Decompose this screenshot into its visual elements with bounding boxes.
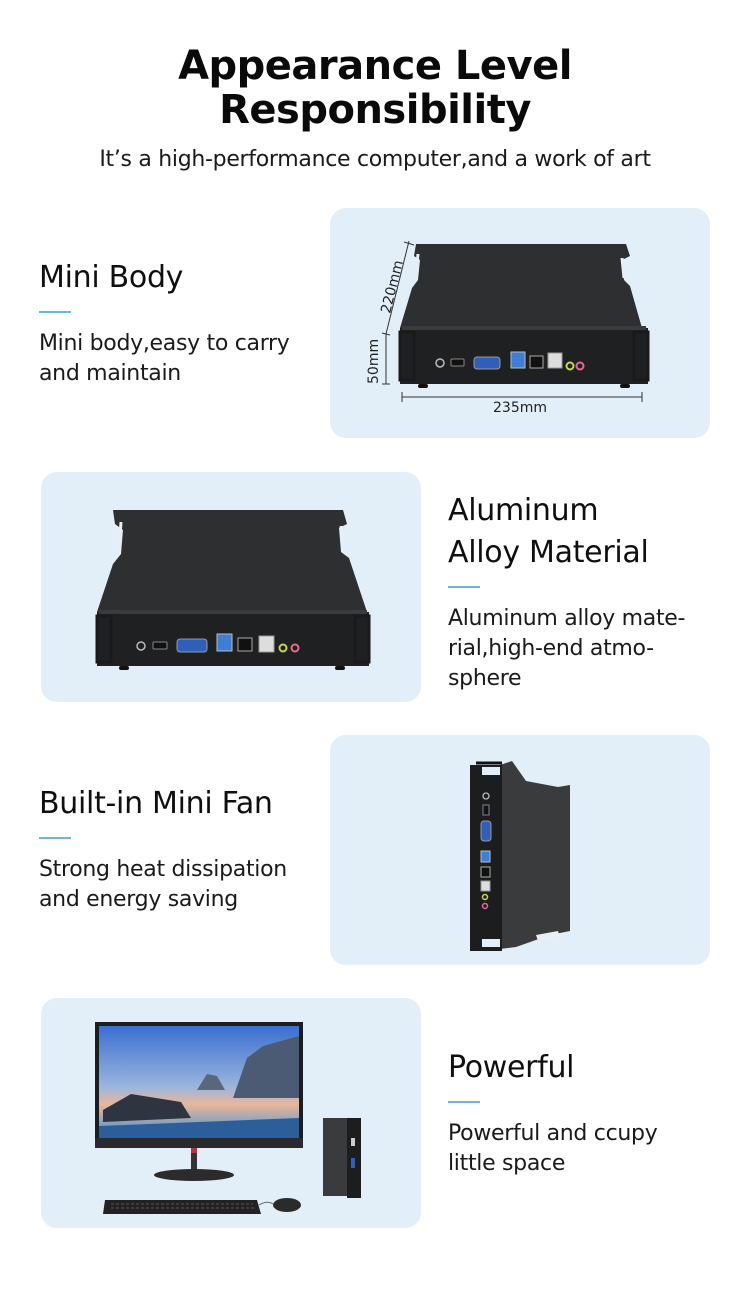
desktop-setup-image — [95, 1022, 361, 1214]
feature-aluminum-alloy: Aluminum Alloy Material Aluminum alloy m… — [448, 490, 738, 694]
accent-divider — [39, 837, 71, 839]
image-card-powerful — [41, 998, 421, 1228]
feature-description: Mini body,easy to carry and maintain — [39, 331, 290, 386]
image-card-aluminum — [41, 472, 421, 702]
accent-divider — [39, 311, 71, 313]
accent-divider — [448, 586, 480, 588]
feature-title: Mini Body — [39, 260, 184, 295]
dimension-depth-label: 220mm — [378, 259, 407, 315]
mini-pc-dimensions-image: 220mm 50mm 235mm — [366, 240, 650, 416]
feature-mini-body: Mini Body Mini body,easy to carry and ma… — [39, 257, 329, 389]
page-title-line1: Appearance Level — [178, 43, 572, 89]
mini-pc-vertical-image — [470, 761, 570, 951]
feature-powerful: Powerful Powerful and ccupy little space — [448, 1047, 738, 1179]
image-card-mini-fan — [330, 735, 710, 965]
accent-divider — [448, 1101, 480, 1103]
feature-description: Strong heat dissipation and energy savin… — [39, 857, 287, 912]
feature-title: Built-in Mini Fan — [39, 786, 273, 821]
page-subtitle: It’s a high-performance computer,and a w… — [99, 147, 651, 172]
page-title: Appearance Level Responsibility — [0, 44, 750, 132]
mini-pc-rear-view-image — [95, 510, 371, 670]
feature-mini-fan: Built-in Mini Fan Strong heat dissipatio… — [39, 783, 329, 915]
feature-description: Powerful and ccupy little space — [448, 1121, 658, 1176]
feature-title: Powerful — [448, 1050, 575, 1085]
feature-title: Aluminum Alloy Material — [448, 493, 649, 570]
dimension-width-label: 235mm — [493, 400, 547, 416]
dimension-height-label: 50mm — [366, 339, 382, 384]
page-title-line2: Responsibility — [219, 87, 531, 133]
feature-description: Aluminum alloy mate- rial,high-end atmo-… — [448, 606, 686, 691]
image-card-mini-body: 220mm 50mm 235mm — [330, 208, 710, 438]
